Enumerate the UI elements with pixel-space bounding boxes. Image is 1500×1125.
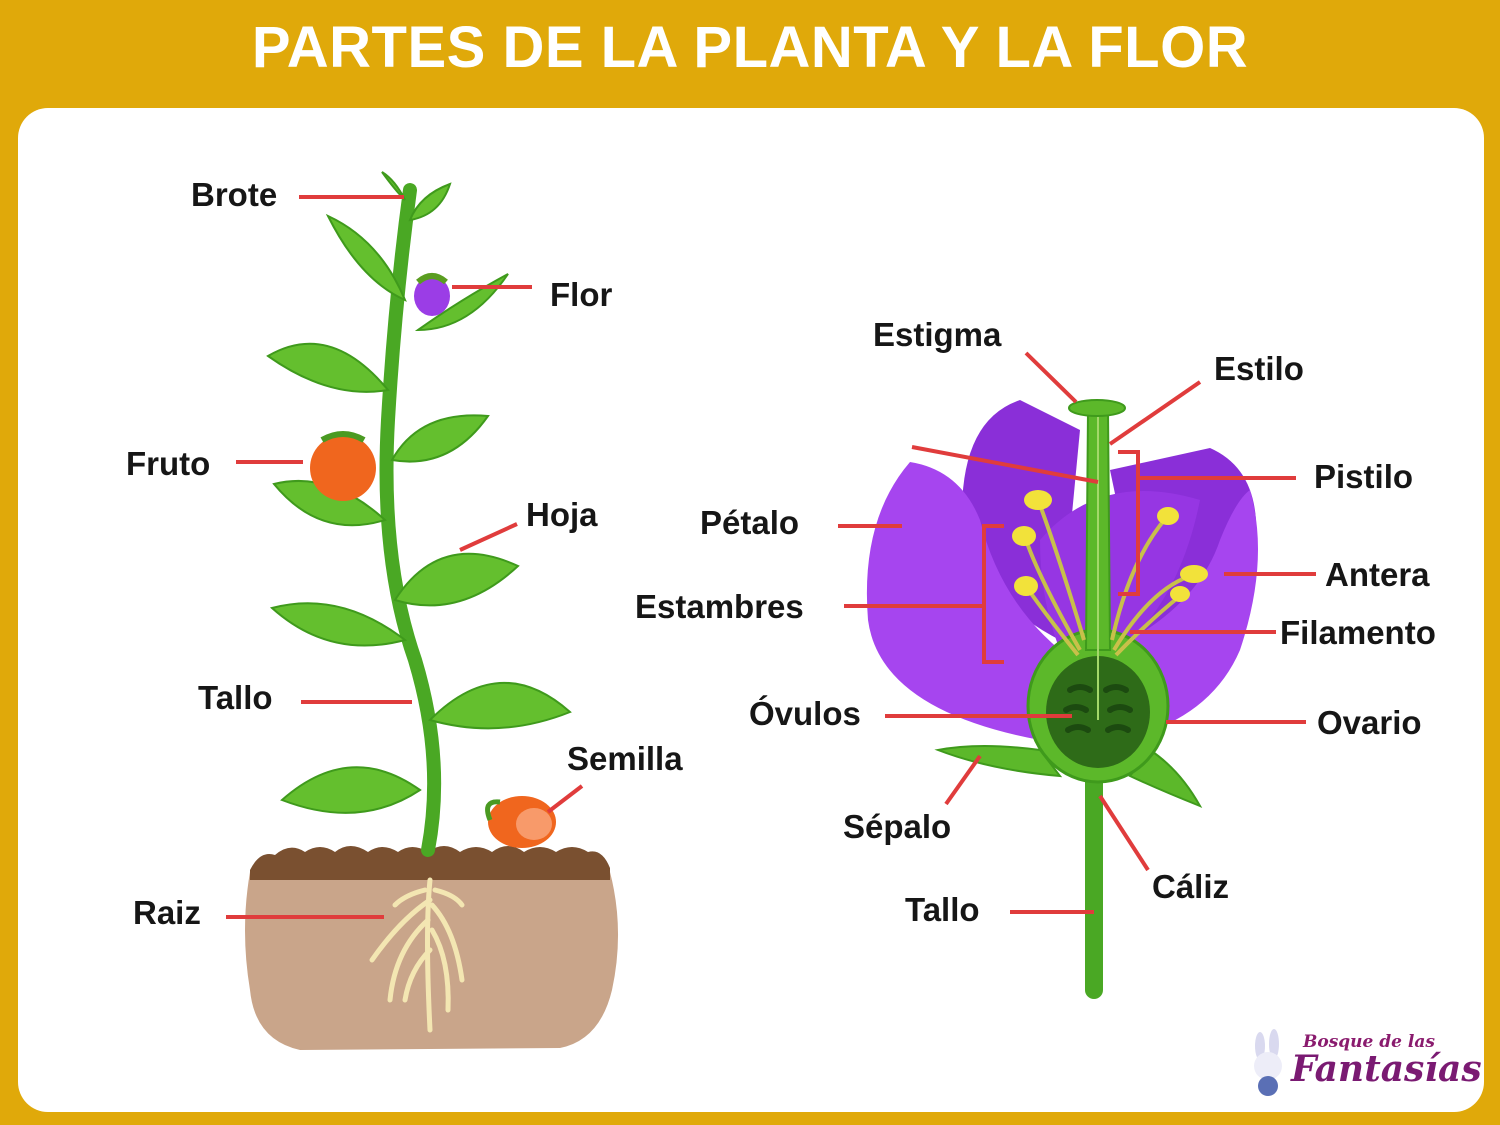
label-fruto: Fruto: [126, 445, 211, 482]
label-ovulos: Óvulos: [749, 695, 861, 732]
plant-flower: [414, 273, 450, 316]
plant-stem: [379, 183, 442, 857]
roots: [369, 877, 465, 1033]
label-tallo-planta: Tallo: [198, 679, 273, 716]
label-semilla: Semilla: [567, 740, 683, 777]
petal-front-left: [866, 462, 1060, 740]
label-petalo: Pétalo: [700, 504, 800, 541]
leaves: [266, 171, 572, 814]
label-raiz: Raiz: [133, 894, 201, 931]
plant-fruit: [310, 431, 376, 501]
stigma: [1068, 399, 1126, 417]
petal-center: [1040, 491, 1200, 650]
flower-illustration: [866, 399, 1258, 999]
page-title: PARTES DE LA PLANTA Y LA FLOR: [251, 15, 1249, 80]
sepal-right: [1128, 748, 1203, 808]
logo-line2: Fantasías: [1291, 1048, 1482, 1090]
plant-seed: [485, 796, 556, 848]
label-caliz: Cáliz: [1152, 868, 1230, 905]
label-antera: Antera: [1325, 556, 1430, 593]
label-ovario: Ovario: [1317, 704, 1422, 741]
label-flor: Flor: [550, 276, 613, 313]
leader-lines: [226, 195, 1316, 919]
label-tallo-flor: Tallo: [905, 891, 980, 928]
soil-top: [250, 846, 610, 880]
brand-logo: Bosque de las Fantasías: [1245, 1010, 1482, 1100]
label-hoja: Hoja: [526, 496, 598, 533]
label-sepalo: Sépalo: [843, 808, 952, 845]
anthers: [1012, 490, 1208, 602]
label-estigma: Estigma: [873, 316, 1002, 353]
label-pistilo: Pistilo: [1314, 458, 1414, 495]
stamens: [1024, 504, 1191, 657]
logo-line1: Bosque de las: [1303, 1032, 1435, 1052]
label-filamento: Filamento: [1280, 614, 1436, 651]
sepal-left: [934, 745, 1063, 778]
label-brote: Brote: [191, 176, 278, 213]
label-estambres: Estambres: [635, 588, 804, 625]
bunny-logo-icon: [1254, 1029, 1282, 1096]
ovules: [1063, 684, 1133, 733]
label-estilo: Estilo: [1214, 350, 1304, 387]
